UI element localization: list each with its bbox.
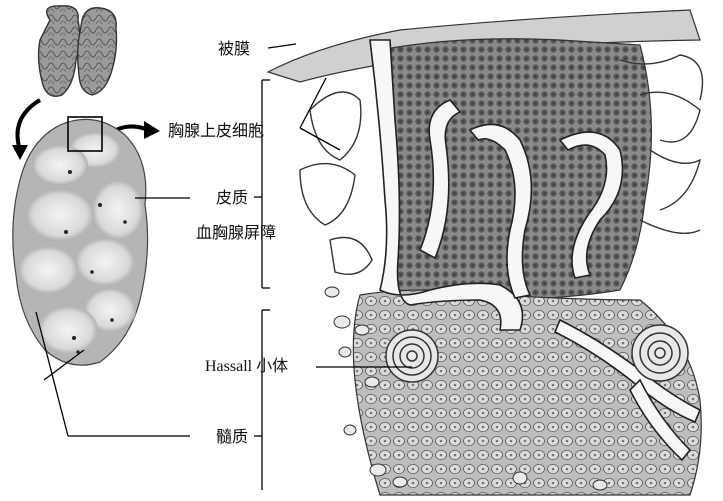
thymus-gland-icon xyxy=(39,6,117,96)
label-medulla: 髓质 xyxy=(216,428,248,446)
label-cortex: 皮质 xyxy=(216,189,248,207)
hassall-corpuscle-right xyxy=(632,325,688,381)
label-blood-thymus-barrier: 血胸腺屏障 xyxy=(196,224,276,242)
label-capsule: 被膜 xyxy=(218,40,250,58)
label-hassall-corpuscle: Hassall 小体 xyxy=(205,358,288,376)
hassall-corpuscle-left xyxy=(386,330,438,382)
lobe-section xyxy=(13,117,148,365)
label-thymic-epithelial-cell: 胸腺上皮细胞 xyxy=(168,122,264,140)
histology-section xyxy=(268,10,703,495)
